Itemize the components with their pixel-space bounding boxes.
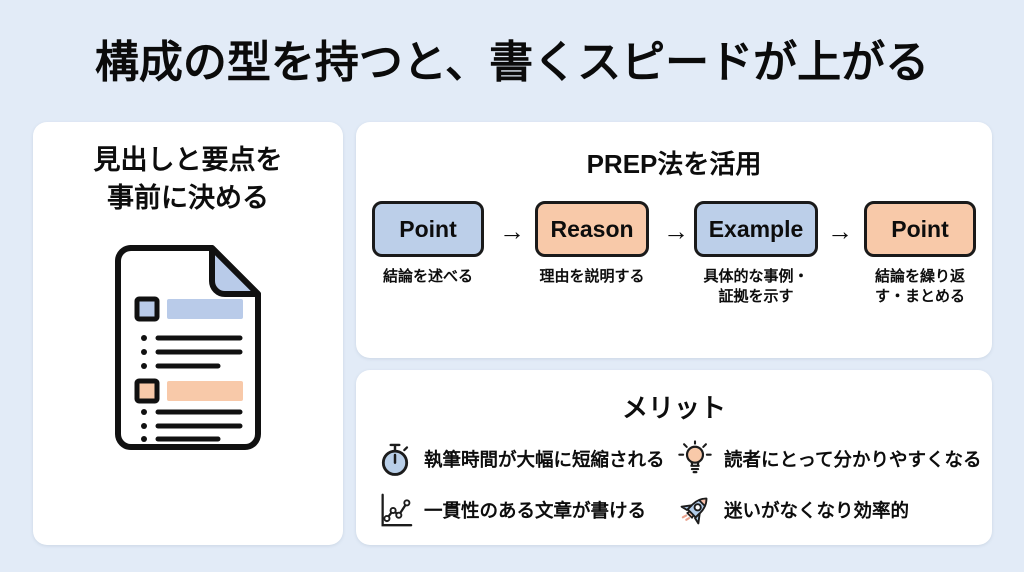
merit-item-clarity: 読者にとって分かりやすくなる — [676, 440, 982, 478]
prep-step-box-point-2: Point — [864, 201, 976, 257]
rocket-icon — [676, 491, 714, 529]
line-chart-icon — [376, 491, 414, 529]
prep-step-point-1: Point 結論を述べる — [357, 201, 499, 287]
prep-step-box-reason: Reason — [535, 201, 649, 257]
prep-step-example: Example 具体的な事例・ 証拠を示す — [685, 201, 827, 308]
merit-item-label: 読者にとって分かりやすくなる — [724, 449, 982, 470]
prep-card-heading: PREP法を活用 — [586, 149, 762, 179]
merit-grid: 執筆時間が大幅に短縮される — [356, 425, 992, 529]
prep-step-desc-example: 具体的な事例・ 証拠を示す — [703, 268, 809, 306]
stopwatch-icon — [376, 440, 414, 478]
prep-step-reason: Reason 理由を説明する — [521, 201, 663, 287]
arrow-right-icon: → — [663, 216, 689, 246]
merit-item-label: 執筆時間が大幅に短縮される — [424, 449, 665, 470]
prep-step-desc-point-1: 結論を述べる — [382, 268, 473, 285]
prep-step-desc-point-2: 結論を繰り返 す・まとめる — [874, 268, 965, 306]
arrow-right-icon: → — [499, 216, 525, 246]
page-title: 構成の型を持つと、書くスピードが上がる — [94, 38, 930, 87]
prep-flow: Point 結論を述べる → Reason 理由を説明する → Example … — [356, 201, 992, 308]
prep-card: PREP法を活用 Point 結論を述べる → Reason 理由を説明する →… — [356, 122, 992, 358]
merit-item-label: 一貫性のある文章が書ける — [424, 500, 647, 521]
prep-step-point-2: Point 結論を繰り返 す・まとめる — [849, 201, 991, 308]
planning-card: 見出しと要点を 事前に決める — [33, 122, 343, 545]
prep-step-box-point-1: Point — [372, 201, 484, 257]
merit-card-heading: メリット — [621, 393, 726, 423]
merit-item-efficiency: 迷いがなくなり効率的 — [676, 491, 982, 529]
merit-item-label: 迷いがなくなり効率的 — [724, 500, 910, 521]
merit-card: メリット 執筆時間が大幅に短縮される — [356, 370, 992, 545]
prep-step-box-example: Example — [693, 201, 819, 257]
arrow-right-icon: → — [827, 216, 853, 246]
document-outline-icon — [108, 242, 268, 455]
lightbulb-icon — [676, 440, 714, 478]
merit-item-consistency: 一貫性のある文章が書ける — [376, 491, 676, 529]
planning-card-heading: 見出しと要点を 事前に決める — [93, 145, 283, 213]
merit-item-time: 執筆時間が大幅に短縮される — [376, 440, 676, 478]
prep-step-desc-reason: 理由を説明する — [539, 268, 645, 285]
